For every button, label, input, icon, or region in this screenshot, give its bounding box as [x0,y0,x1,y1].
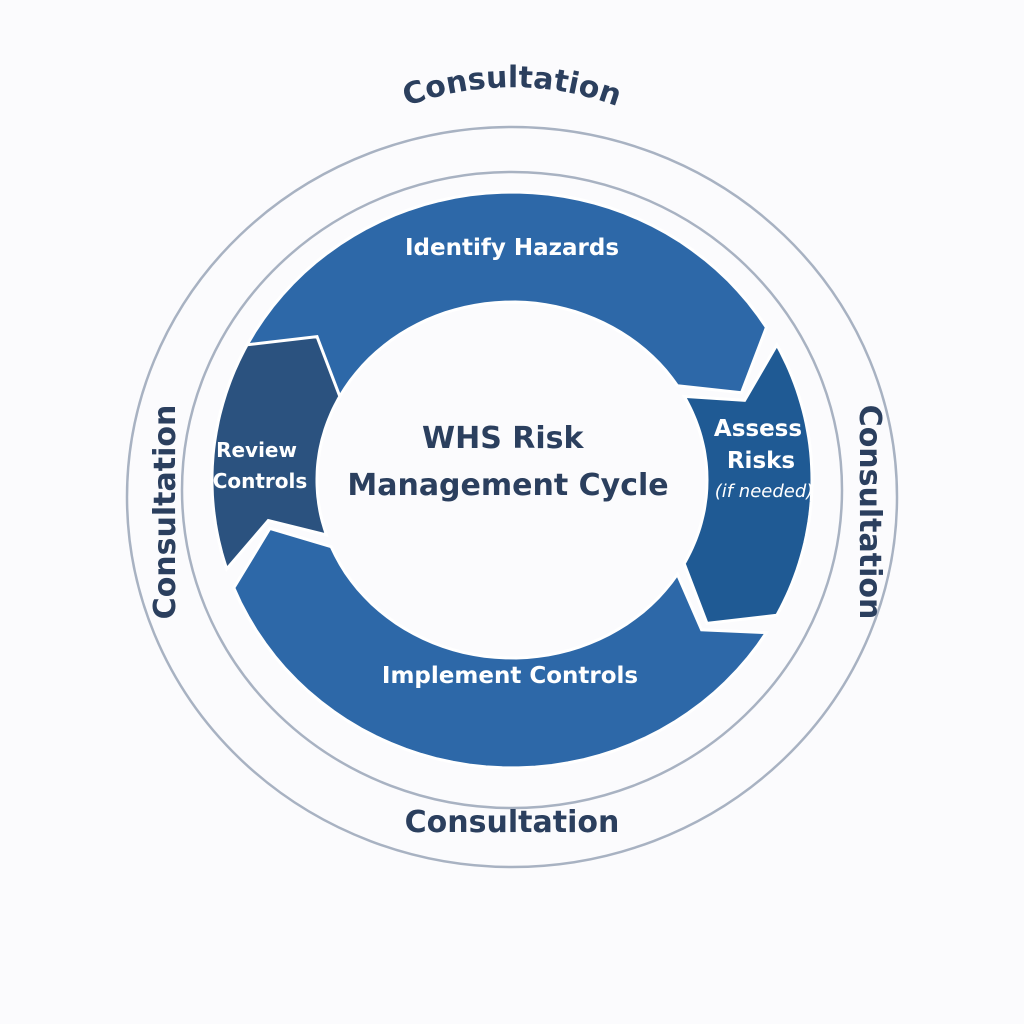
inner-ring [180,170,844,810]
step-label-implement: Implement Controls [382,663,638,689]
consultation-label-bottom: Consultation [405,805,620,840]
consultation-label-left: Consultation [148,405,183,620]
cycle-arrow-review [210,334,342,572]
outer-ring [125,125,899,869]
step-label-review: Review Controls [213,438,308,493]
consultation-label-right: Consultation [852,405,887,620]
step-label-assess: Assess Risks (if needed) [714,416,813,502]
cycle-arrow-implement [232,526,770,770]
center-title: WHS Risk Management Cycle [347,421,668,503]
consultation-label-top: Consultation [398,60,626,114]
step-label-identify: Identify Hazards [405,235,619,261]
cycle-arrow-identify [244,190,769,400]
cycle-arrow-assess [681,341,814,626]
